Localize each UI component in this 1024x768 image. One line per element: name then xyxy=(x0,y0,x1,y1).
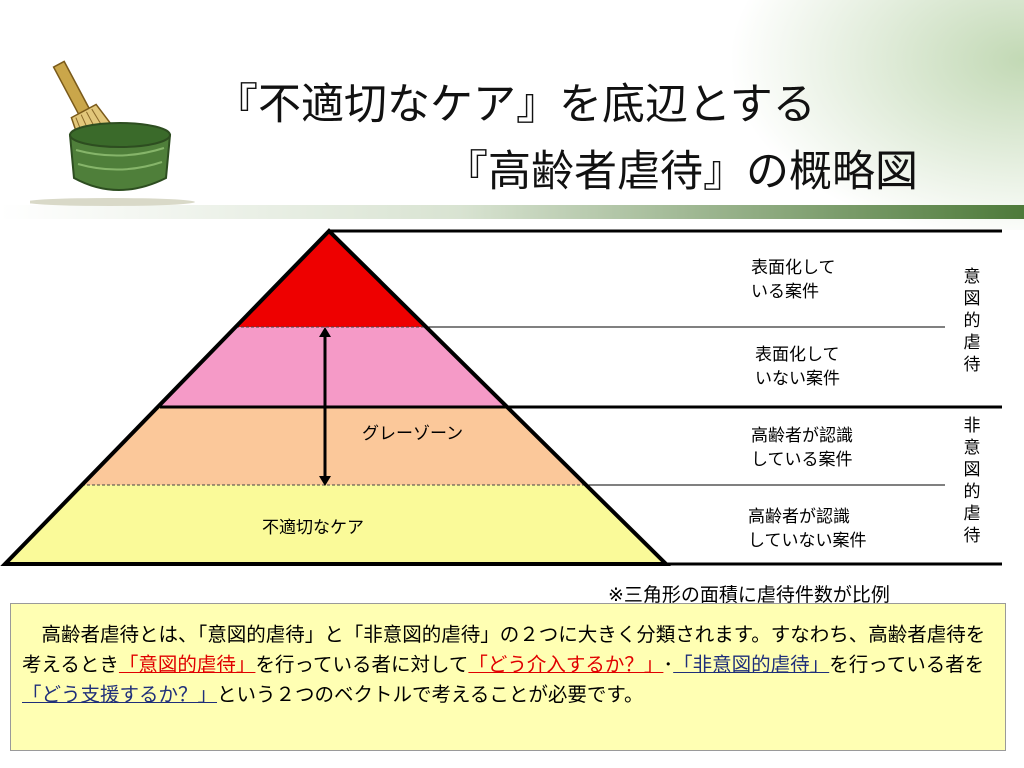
pyramid-bands xyxy=(5,231,666,564)
level-not-recognized-label-2: していない案件 xyxy=(748,531,867,551)
title-divider xyxy=(0,205,1024,219)
level-not-recognized-label-1: 高齢者が認識 xyxy=(748,507,850,527)
level-recognized-label-2: している案件 xyxy=(751,450,853,470)
pyramid-band-not-recognized xyxy=(5,485,666,564)
tea-bowl-whisk-icon xyxy=(30,60,195,206)
pyramid-outline xyxy=(0,228,671,566)
page-title-line-2: 『高齢者虐待』の概略図 xyxy=(445,147,918,197)
inappropriate-care-label: 不適切なケア xyxy=(262,518,364,538)
pyramid-band-not-surfaced xyxy=(5,327,666,407)
level-recognized-label-1: 高齢者が認識 xyxy=(751,426,853,446)
level-surfaced-label-1: 表面化して xyxy=(751,258,836,278)
level-not-surfaced-label-1: 表面化して xyxy=(755,345,840,365)
intentional-abuse-label: 意図的虐待 xyxy=(963,267,981,375)
explanation-part-4: を行っている者を xyxy=(829,653,985,676)
area-proportion-note: ※三角形の面積に虐待件数が比例 xyxy=(608,584,890,606)
abuse-pyramid-diagram xyxy=(0,228,1002,566)
page-title-line-1: 『不適切なケア』を底辺とする xyxy=(215,80,816,130)
explanation-part-1: 高齢者虐待とは、「意図的虐待」と「非意図的虐待」の２つに大きく分類されます。すな… xyxy=(22,623,986,676)
how-to-intervene-highlight: 「どう介入するか？」 xyxy=(468,653,664,676)
how-to-support-highlight: 「どう支援するか？」 xyxy=(22,683,218,706)
level-not-surfaced-label-2: いない案件 xyxy=(755,369,840,389)
unintentional-abuse-highlight: 「非意図的虐待」 xyxy=(673,653,830,676)
background-glow xyxy=(0,0,1024,230)
explanation-part-5: という２つのベクトルで考えることが必要です。 xyxy=(217,683,644,706)
explanation-part-2: を行っている者に対して xyxy=(255,653,469,676)
explanation-text: 高齢者虐待とは、「意図的虐待」と「非意図的虐待」の２つに大きく分類されます。すな… xyxy=(22,620,1002,710)
explanation-box xyxy=(10,603,1006,751)
intentional-abuse-highlight: 「意図的虐待」 xyxy=(118,653,256,676)
level-surfaced-label-2: いる案件 xyxy=(751,282,819,302)
gray-zone-label: グレーゾーン xyxy=(362,424,464,444)
pyramid-band-recognized xyxy=(5,407,666,485)
explanation-separator: ･ xyxy=(663,653,674,676)
unintentional-abuse-label: 非意図的虐待 xyxy=(963,416,981,546)
pyramid-band-surfaced xyxy=(5,231,666,327)
